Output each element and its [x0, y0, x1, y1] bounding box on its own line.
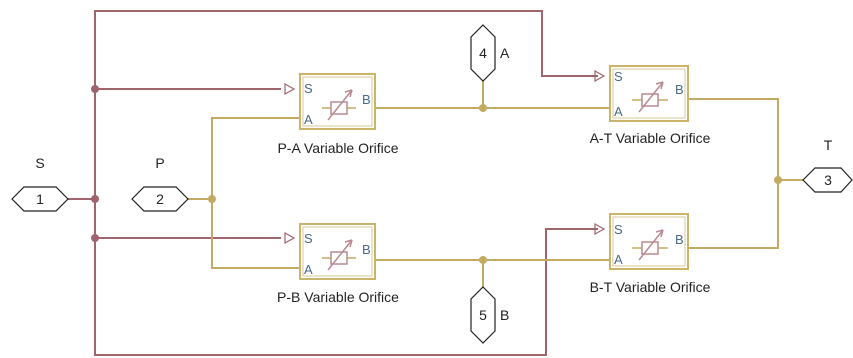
hexagon-port-icon [470, 286, 496, 344]
signal-line-to-bt[interactable] [94, 199, 598, 356]
junction-dot [479, 256, 487, 264]
variable-orifice-icon [322, 89, 356, 121]
block-inner-frame [302, 226, 373, 277]
arrow-at-s [594, 69, 606, 83]
signal-line-to-at[interactable] [66, 10, 598, 200]
signal-arrowheads [284, 69, 606, 245]
port-number: 1 [36, 191, 44, 207]
variable-orifice-icon [322, 239, 356, 271]
signal-lines [66, 10, 598, 356]
port-number: 3 [824, 172, 832, 188]
port-name: B [500, 307, 509, 323]
port-a-label: A [304, 262, 313, 277]
hexagon-port-icon [131, 186, 189, 212]
port-name: P [155, 155, 164, 171]
port-a-label: A [614, 104, 623, 119]
port-b-connection[interactable]: 5 [470, 286, 496, 344]
junction-dot [774, 176, 782, 184]
junction-dot [208, 195, 216, 203]
port-s-label: S [304, 231, 313, 246]
port-name: T [824, 137, 833, 153]
block-inner-frame [612, 68, 686, 119]
block-at-variable-orifice[interactable]: S A B [609, 65, 689, 122]
junction-dot [91, 234, 99, 242]
port-s-label: S [304, 81, 313, 96]
junction-dot [479, 104, 487, 112]
block-name-at: A-T Variable Orifice [590, 130, 711, 146]
block-frame [299, 223, 376, 280]
block-pa-variable-orifice[interactable]: S A B [299, 73, 376, 130]
block-pb-variable-orifice[interactable]: S A B [299, 223, 376, 280]
port-b-label: B [675, 82, 684, 97]
junction-dot [91, 195, 99, 203]
port-b-label: B [675, 232, 684, 247]
port-a-connection[interactable]: 4 [470, 24, 496, 82]
port-name: A [500, 45, 510, 61]
port-a-label: A [614, 252, 623, 267]
signal-junctions [91, 85, 99, 242]
port-s-label: S [614, 222, 623, 237]
hydraulic-line-t[interactable] [688, 98, 779, 249]
port-t-connection[interactable]: 3 [802, 167, 853, 193]
port-a-label: A [304, 112, 313, 127]
port-number: 5 [479, 307, 487, 323]
port-number: 4 [479, 45, 487, 61]
hexagon-port-icon [11, 186, 69, 212]
block-name-pa: P-A Variable Orifice [277, 140, 398, 156]
hydraulic-junctions [208, 104, 782, 264]
port-b-label: B [362, 242, 371, 257]
junction-dot [91, 85, 99, 93]
arrow-pa-s [284, 82, 296, 96]
block-bt-variable-orifice[interactable]: S A B [609, 213, 689, 270]
block-inner-frame [302, 76, 373, 127]
block-inner-frame [612, 216, 686, 267]
hexagon-port-icon [470, 24, 496, 82]
arrow-bt-s [594, 222, 606, 236]
hydraulic-line-p-branch[interactable] [211, 117, 300, 269]
arrow-pb-s [284, 231, 296, 245]
port-name: S [35, 155, 44, 171]
port-p-connection[interactable]: 2 [131, 186, 189, 212]
block-name-bt: B-T Variable Orifice [590, 279, 711, 295]
variable-orifice-icon [632, 81, 668, 113]
port-s-connection[interactable]: 1 [11, 186, 69, 212]
port-s-label: S [614, 69, 623, 84]
hydraulic-lines [187, 80, 804, 288]
port-b-label: B [362, 92, 371, 107]
block-name-pb: P-B Variable Orifice [277, 289, 399, 305]
port-number: 2 [156, 191, 164, 207]
hexagon-port-icon [802, 167, 853, 193]
variable-orifice-icon [632, 229, 668, 261]
